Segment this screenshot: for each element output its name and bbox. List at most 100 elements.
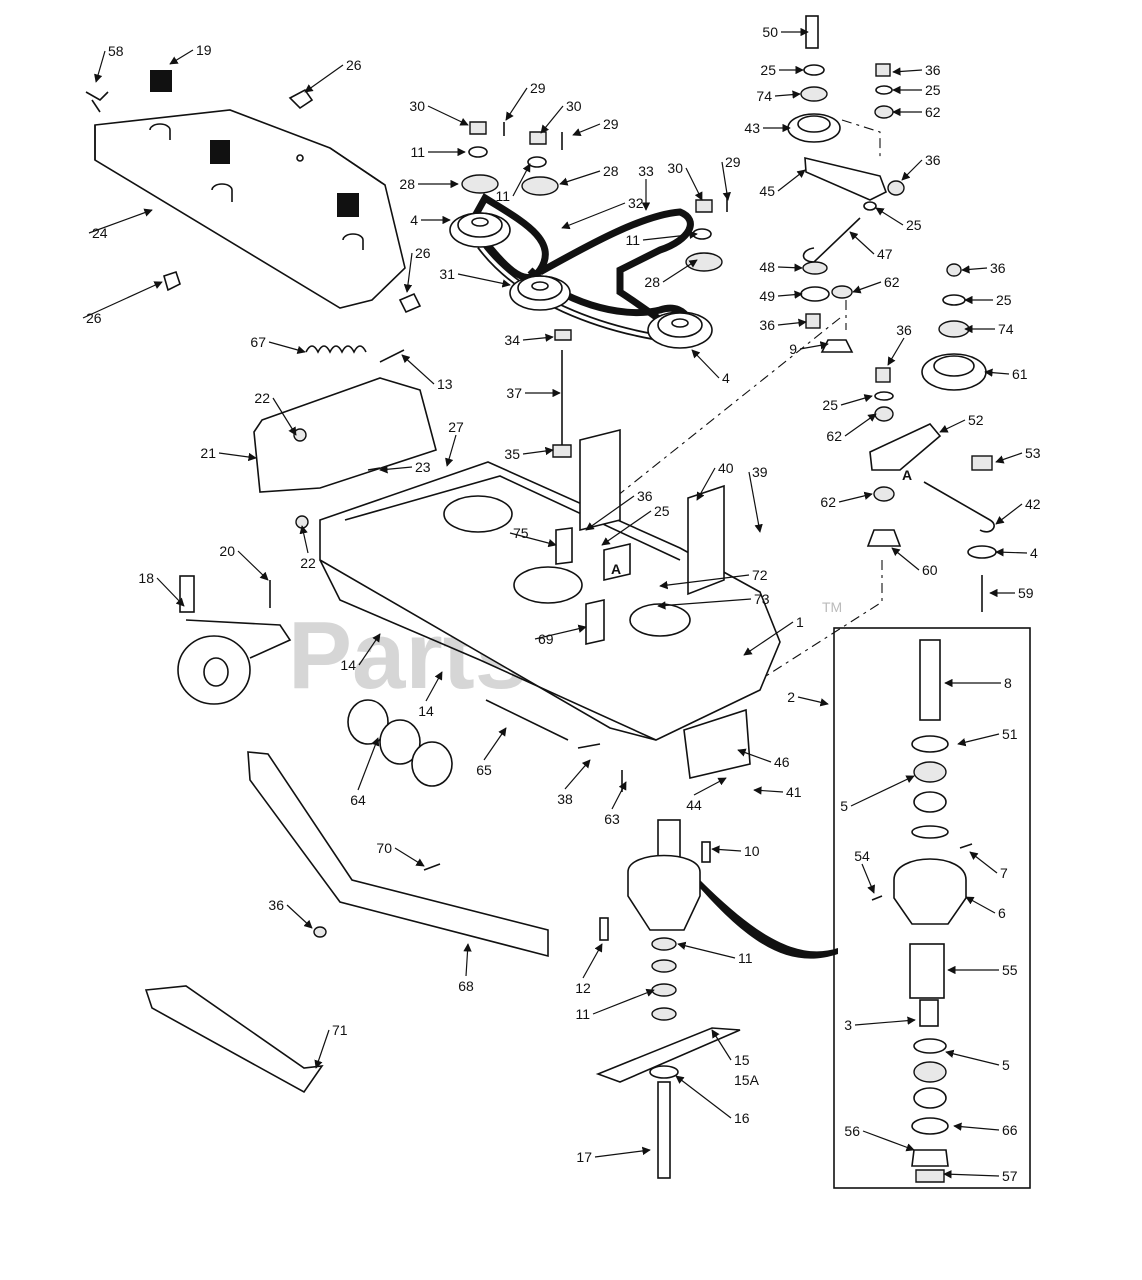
leader-11 bbox=[677, 941, 736, 959]
leader-29 bbox=[721, 161, 731, 201]
leader-10 bbox=[711, 845, 742, 854]
leader-44 bbox=[693, 777, 727, 796]
leader-26 bbox=[403, 252, 413, 293]
callout-49: 49 bbox=[759, 288, 775, 304]
leader-52 bbox=[939, 419, 966, 433]
callout-11: 11 bbox=[495, 188, 510, 204]
callout-32: 32 bbox=[628, 195, 644, 211]
leader-26 bbox=[304, 64, 344, 93]
leader-53 bbox=[995, 452, 1023, 464]
leader-1 bbox=[743, 621, 794, 656]
belt-shield bbox=[253, 345, 437, 529]
leader-42 bbox=[995, 503, 1023, 525]
mower-deck bbox=[319, 428, 781, 779]
leader-60 bbox=[891, 547, 920, 571]
leader-13 bbox=[401, 354, 435, 385]
leader-32 bbox=[561, 202, 626, 230]
callout-36: 36 bbox=[637, 488, 653, 504]
leader-62 bbox=[838, 491, 873, 503]
callout-58: 58 bbox=[108, 43, 124, 59]
leader-6 bbox=[965, 896, 996, 914]
callout-70: 70 bbox=[376, 840, 392, 856]
callout-20: 20 bbox=[219, 543, 235, 559]
leader-62 bbox=[844, 413, 877, 437]
leader-29 bbox=[572, 123, 601, 137]
callout-11: 11 bbox=[625, 232, 640, 248]
callout-57: 57 bbox=[1002, 1168, 1018, 1184]
leader-69 bbox=[534, 624, 587, 640]
callout-42: 42 bbox=[1025, 496, 1041, 512]
callout-11: 11 bbox=[575, 1006, 590, 1022]
leader-40 bbox=[696, 467, 716, 501]
callout-66: 66 bbox=[1002, 1122, 1018, 1138]
callout-28: 28 bbox=[644, 274, 660, 290]
leader-20 bbox=[237, 550, 269, 581]
leader-36 bbox=[777, 318, 807, 327]
callout-23: 23 bbox=[415, 459, 431, 475]
leader-39 bbox=[748, 471, 763, 533]
callout-46: 46 bbox=[774, 754, 790, 770]
leader-23 bbox=[379, 465, 413, 474]
leader-7 bbox=[969, 851, 998, 874]
leader-27 bbox=[445, 434, 457, 467]
leader-26 bbox=[82, 281, 163, 319]
callout-54: 54 bbox=[854, 848, 870, 864]
leader-28 bbox=[559, 170, 601, 186]
callout-25: 25 bbox=[906, 217, 922, 233]
leader-49 bbox=[777, 290, 803, 299]
callout-24: 24 bbox=[92, 225, 108, 241]
callout-25: 25 bbox=[996, 292, 1012, 308]
callout-47: 47 bbox=[877, 246, 893, 262]
callout-35: 35 bbox=[504, 446, 520, 462]
callout-62: 62 bbox=[925, 104, 941, 120]
callout-56: 56 bbox=[844, 1123, 860, 1139]
leader-14 bbox=[358, 633, 381, 666]
callout-7: 7 bbox=[1000, 865, 1008, 881]
callout-3: 3 bbox=[844, 1017, 852, 1033]
callout-72: 72 bbox=[752, 567, 768, 583]
leader-70 bbox=[394, 847, 425, 867]
leader-17 bbox=[594, 1146, 651, 1158]
callout-28: 28 bbox=[603, 163, 619, 179]
leader-18 bbox=[156, 577, 185, 607]
callout-4: 4 bbox=[1030, 545, 1038, 561]
leader-24 bbox=[88, 208, 153, 234]
callout-69: 69 bbox=[538, 631, 554, 647]
callout-44: 44 bbox=[686, 797, 702, 813]
leader-9 bbox=[799, 341, 829, 350]
leader-38 bbox=[564, 759, 591, 790]
leader-35 bbox=[522, 446, 554, 456]
callout-52: 52 bbox=[968, 412, 984, 428]
callout-62: 62 bbox=[826, 428, 842, 444]
callout-16: 16 bbox=[734, 1110, 750, 1126]
leader-29 bbox=[505, 87, 528, 121]
callout-22: 22 bbox=[254, 390, 270, 406]
leader-64 bbox=[357, 737, 380, 791]
leader-30 bbox=[540, 105, 564, 134]
callout-12: 12 bbox=[575, 980, 591, 996]
callout-17: 17 bbox=[576, 1149, 592, 1165]
callout-39: 39 bbox=[752, 464, 768, 480]
leader-28 bbox=[662, 259, 698, 283]
callout-74: 74 bbox=[756, 88, 772, 104]
callout-25: 25 bbox=[654, 503, 670, 519]
belt-drive bbox=[449, 121, 728, 458]
callout-27: 27 bbox=[448, 419, 464, 435]
leader-48 bbox=[777, 263, 803, 272]
leader-21 bbox=[218, 452, 257, 462]
leader-30 bbox=[427, 105, 469, 126]
watermark-trademark: TM bbox=[822, 599, 842, 615]
leader-45 bbox=[777, 169, 806, 192]
leader-63 bbox=[611, 781, 627, 810]
leader-74 bbox=[774, 90, 801, 99]
leader-15 bbox=[711, 1029, 732, 1061]
callout-50: 50 bbox=[762, 24, 778, 40]
callout-43: 43 bbox=[744, 120, 760, 136]
leader-36 bbox=[887, 337, 905, 366]
leader-25 bbox=[875, 207, 904, 226]
spindle-center bbox=[595, 819, 838, 1179]
leader-46 bbox=[737, 748, 772, 763]
callout-55: 55 bbox=[1002, 962, 1018, 978]
rollers bbox=[347, 699, 623, 792]
